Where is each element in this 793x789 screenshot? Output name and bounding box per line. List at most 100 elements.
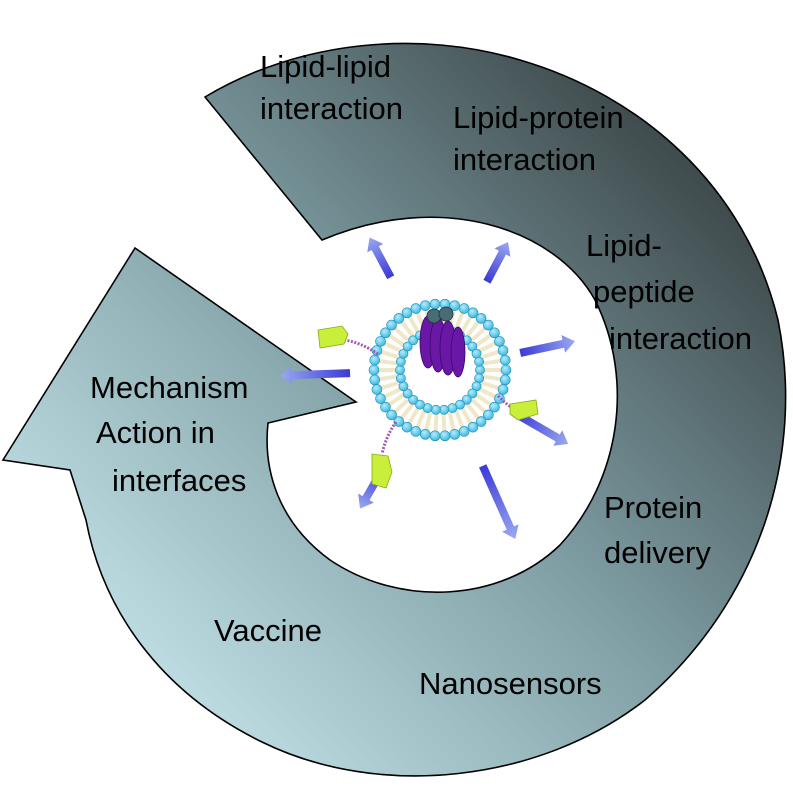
lipid-head-outer	[410, 303, 422, 314]
radial-arrow-shape	[280, 366, 351, 385]
lipid-head-outer	[467, 421, 479, 433]
lipid-tail	[483, 358, 502, 366]
lipid-head-inner	[402, 388, 413, 399]
lipid-tail	[465, 403, 481, 420]
lipid-head-outer	[380, 327, 391, 339]
label-lipid-peptide: Lipid- peptide interaction	[586, 228, 752, 356]
lipid-head-inner	[395, 365, 405, 375]
lipid-tail	[460, 407, 473, 425]
lipid-tail	[465, 320, 481, 337]
lipid-head-outer	[386, 409, 397, 421]
linker-left	[343, 338, 379, 356]
lipid-tail	[407, 315, 420, 333]
label-mechanism-line3: interfaces	[112, 463, 246, 498]
ligand-left	[317, 325, 379, 356]
lipid-head-inner	[430, 404, 441, 415]
lipid-tail	[475, 393, 493, 407]
label-mechanism: Mechanism Action in interfaces	[90, 370, 257, 498]
label-mechanism-line2: Action in	[96, 415, 215, 450]
protein-helix-4	[450, 326, 466, 378]
radial-arrow-icon	[479, 464, 519, 540]
radial-arrow-icon	[483, 241, 511, 284]
lipid-head-outer	[483, 319, 494, 331]
radial-arrow-icon	[514, 410, 569, 446]
lipid-tail	[399, 320, 415, 337]
lipid-head-outer	[497, 384, 509, 395]
lipid-head-outer	[475, 313, 487, 324]
membrane-protein	[419, 306, 466, 378]
label-lipid-lipid-line1: Lipid-lipid	[260, 49, 391, 84]
lipid-head-outer	[500, 364, 512, 376]
lipid-head-outer	[489, 327, 500, 339]
lipid-tail	[383, 387, 402, 399]
lipid-head-outer	[497, 345, 509, 356]
lipid-head-outer	[483, 409, 494, 421]
lipid-tail	[393, 326, 410, 342]
lipid-head-outer	[371, 384, 383, 395]
lipid-tails	[378, 308, 502, 432]
ligand-left-shape	[317, 325, 349, 349]
lipid-head-inner	[398, 348, 409, 359]
lipid-tail	[380, 349, 399, 359]
lipid-head-inner	[467, 341, 478, 352]
radial-arrow-shape	[483, 241, 511, 284]
lipid-tail	[454, 311, 465, 330]
lipid-head-outer	[375, 393, 386, 404]
lipid-tail	[441, 413, 447, 432]
ligand-bottom-shape	[371, 453, 393, 489]
radial-arrow-shape	[519, 334, 575, 357]
lipid-head-outer	[439, 430, 451, 442]
label-protein-delivery: Protein delivery	[604, 490, 711, 570]
label-lipid-protein-line2: interaction	[453, 142, 596, 177]
lipid-tail	[387, 393, 405, 407]
lipid-head-outer	[401, 307, 413, 319]
liposome-icon	[317, 298, 539, 489]
lipid-head-outer	[429, 298, 441, 310]
lipid-tail	[378, 358, 397, 366]
lipid-head-inner	[395, 373, 406, 384]
lipid-head-outer	[393, 313, 405, 324]
lipid-tail	[470, 398, 487, 414]
radial-arrow-icon	[519, 334, 575, 357]
lipid-tail	[483, 374, 502, 382]
lipid-head-outer	[369, 354, 381, 366]
lipid-head-inner	[475, 365, 485, 375]
lipid-head-outer	[371, 345, 383, 356]
lipid-head-inner	[461, 394, 472, 405]
lipid-tail	[424, 412, 433, 431]
lipid-head-inner	[408, 335, 419, 346]
lipid-head-inner	[474, 356, 485, 367]
lipid-head-inner	[447, 403, 458, 413]
lipid-head-outer	[489, 401, 500, 413]
lipid-tail	[447, 412, 456, 431]
lipid-head-outer	[429, 430, 441, 442]
lipid-tail	[481, 381, 500, 391]
lipid-head-inner	[408, 394, 419, 405]
label-lipid-protein: Lipid-protein interaction	[453, 100, 632, 177]
lipid-head-inner	[402, 341, 413, 352]
radial-arrow-shape	[514, 410, 569, 446]
label-protein-delivery-line1: Protein	[604, 490, 702, 525]
lipid-head-outer	[375, 336, 386, 347]
lipid-head-outer	[420, 300, 431, 311]
radial-arrow-icon	[367, 237, 395, 280]
lipid-head-outer	[494, 393, 505, 404]
label-vaccine: Vaccine	[214, 613, 322, 648]
lipid-head-outer	[420, 429, 431, 440]
lipid-tail	[478, 341, 497, 353]
label-lipid-peptide-line2: peptide	[593, 274, 695, 309]
ligand-right-shape	[509, 399, 539, 421]
lipid-head-inner	[467, 388, 478, 399]
lipid-tail	[481, 349, 500, 359]
label-lipid-lipid: Lipid-lipid interaction	[260, 49, 403, 126]
label-mechanism-line1: Mechanism	[90, 370, 249, 405]
lipid-head-outer	[458, 426, 470, 437]
label-protein-delivery-line2: delivery	[604, 535, 711, 570]
lipid-head-outer	[467, 307, 479, 319]
lipid-tail	[433, 413, 439, 432]
label-nanosensors: Nanosensors	[419, 666, 602, 701]
lipid-tail	[478, 387, 497, 399]
lipid-tail	[415, 410, 426, 429]
linker-bottom	[380, 421, 398, 455]
